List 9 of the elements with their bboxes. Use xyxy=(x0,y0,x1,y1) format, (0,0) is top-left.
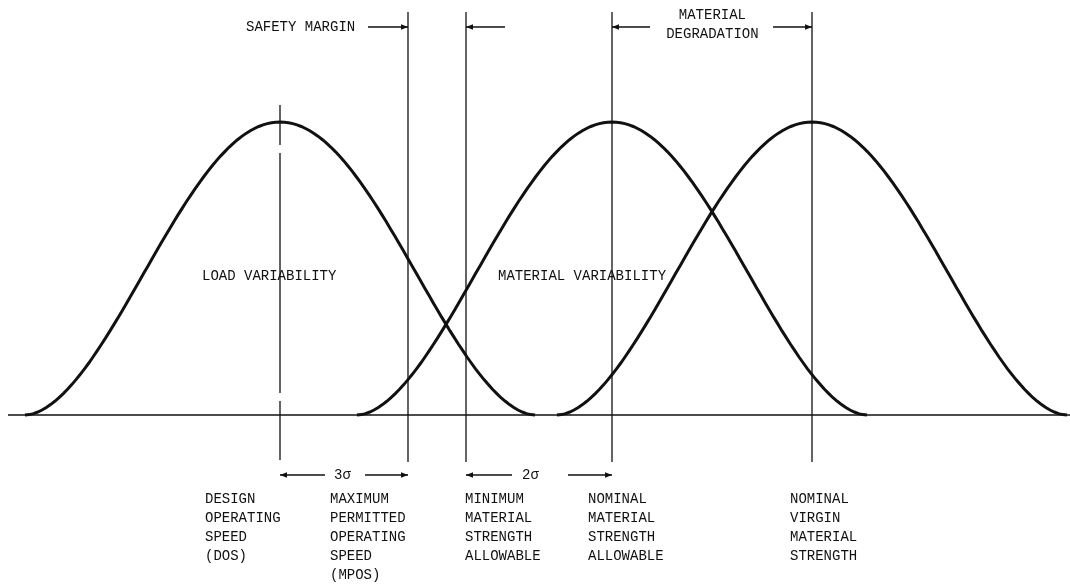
position-label: NOMINAL VIRGIN MATERIAL STRENGTH xyxy=(790,490,859,566)
dimension-label: MATERIAL DEGRADATION xyxy=(665,6,760,44)
position-label: NOMINAL MATERIAL STRENGTH ALLOWABLE xyxy=(588,490,665,566)
position-label: MINIMUM MATERIAL STRENGTH ALLOWABLE xyxy=(465,490,542,566)
position-label: DESIGN OPERATING SPEED (DOS) xyxy=(205,490,282,566)
dimension-label: 2σ xyxy=(522,466,539,485)
dimension-label: SAFETY MARGIN xyxy=(246,18,356,37)
position-label: MAXIMUM PERMITTED OPERATING SPEED (MPOS) xyxy=(330,490,407,584)
dimension-label: 3σ xyxy=(334,466,351,485)
